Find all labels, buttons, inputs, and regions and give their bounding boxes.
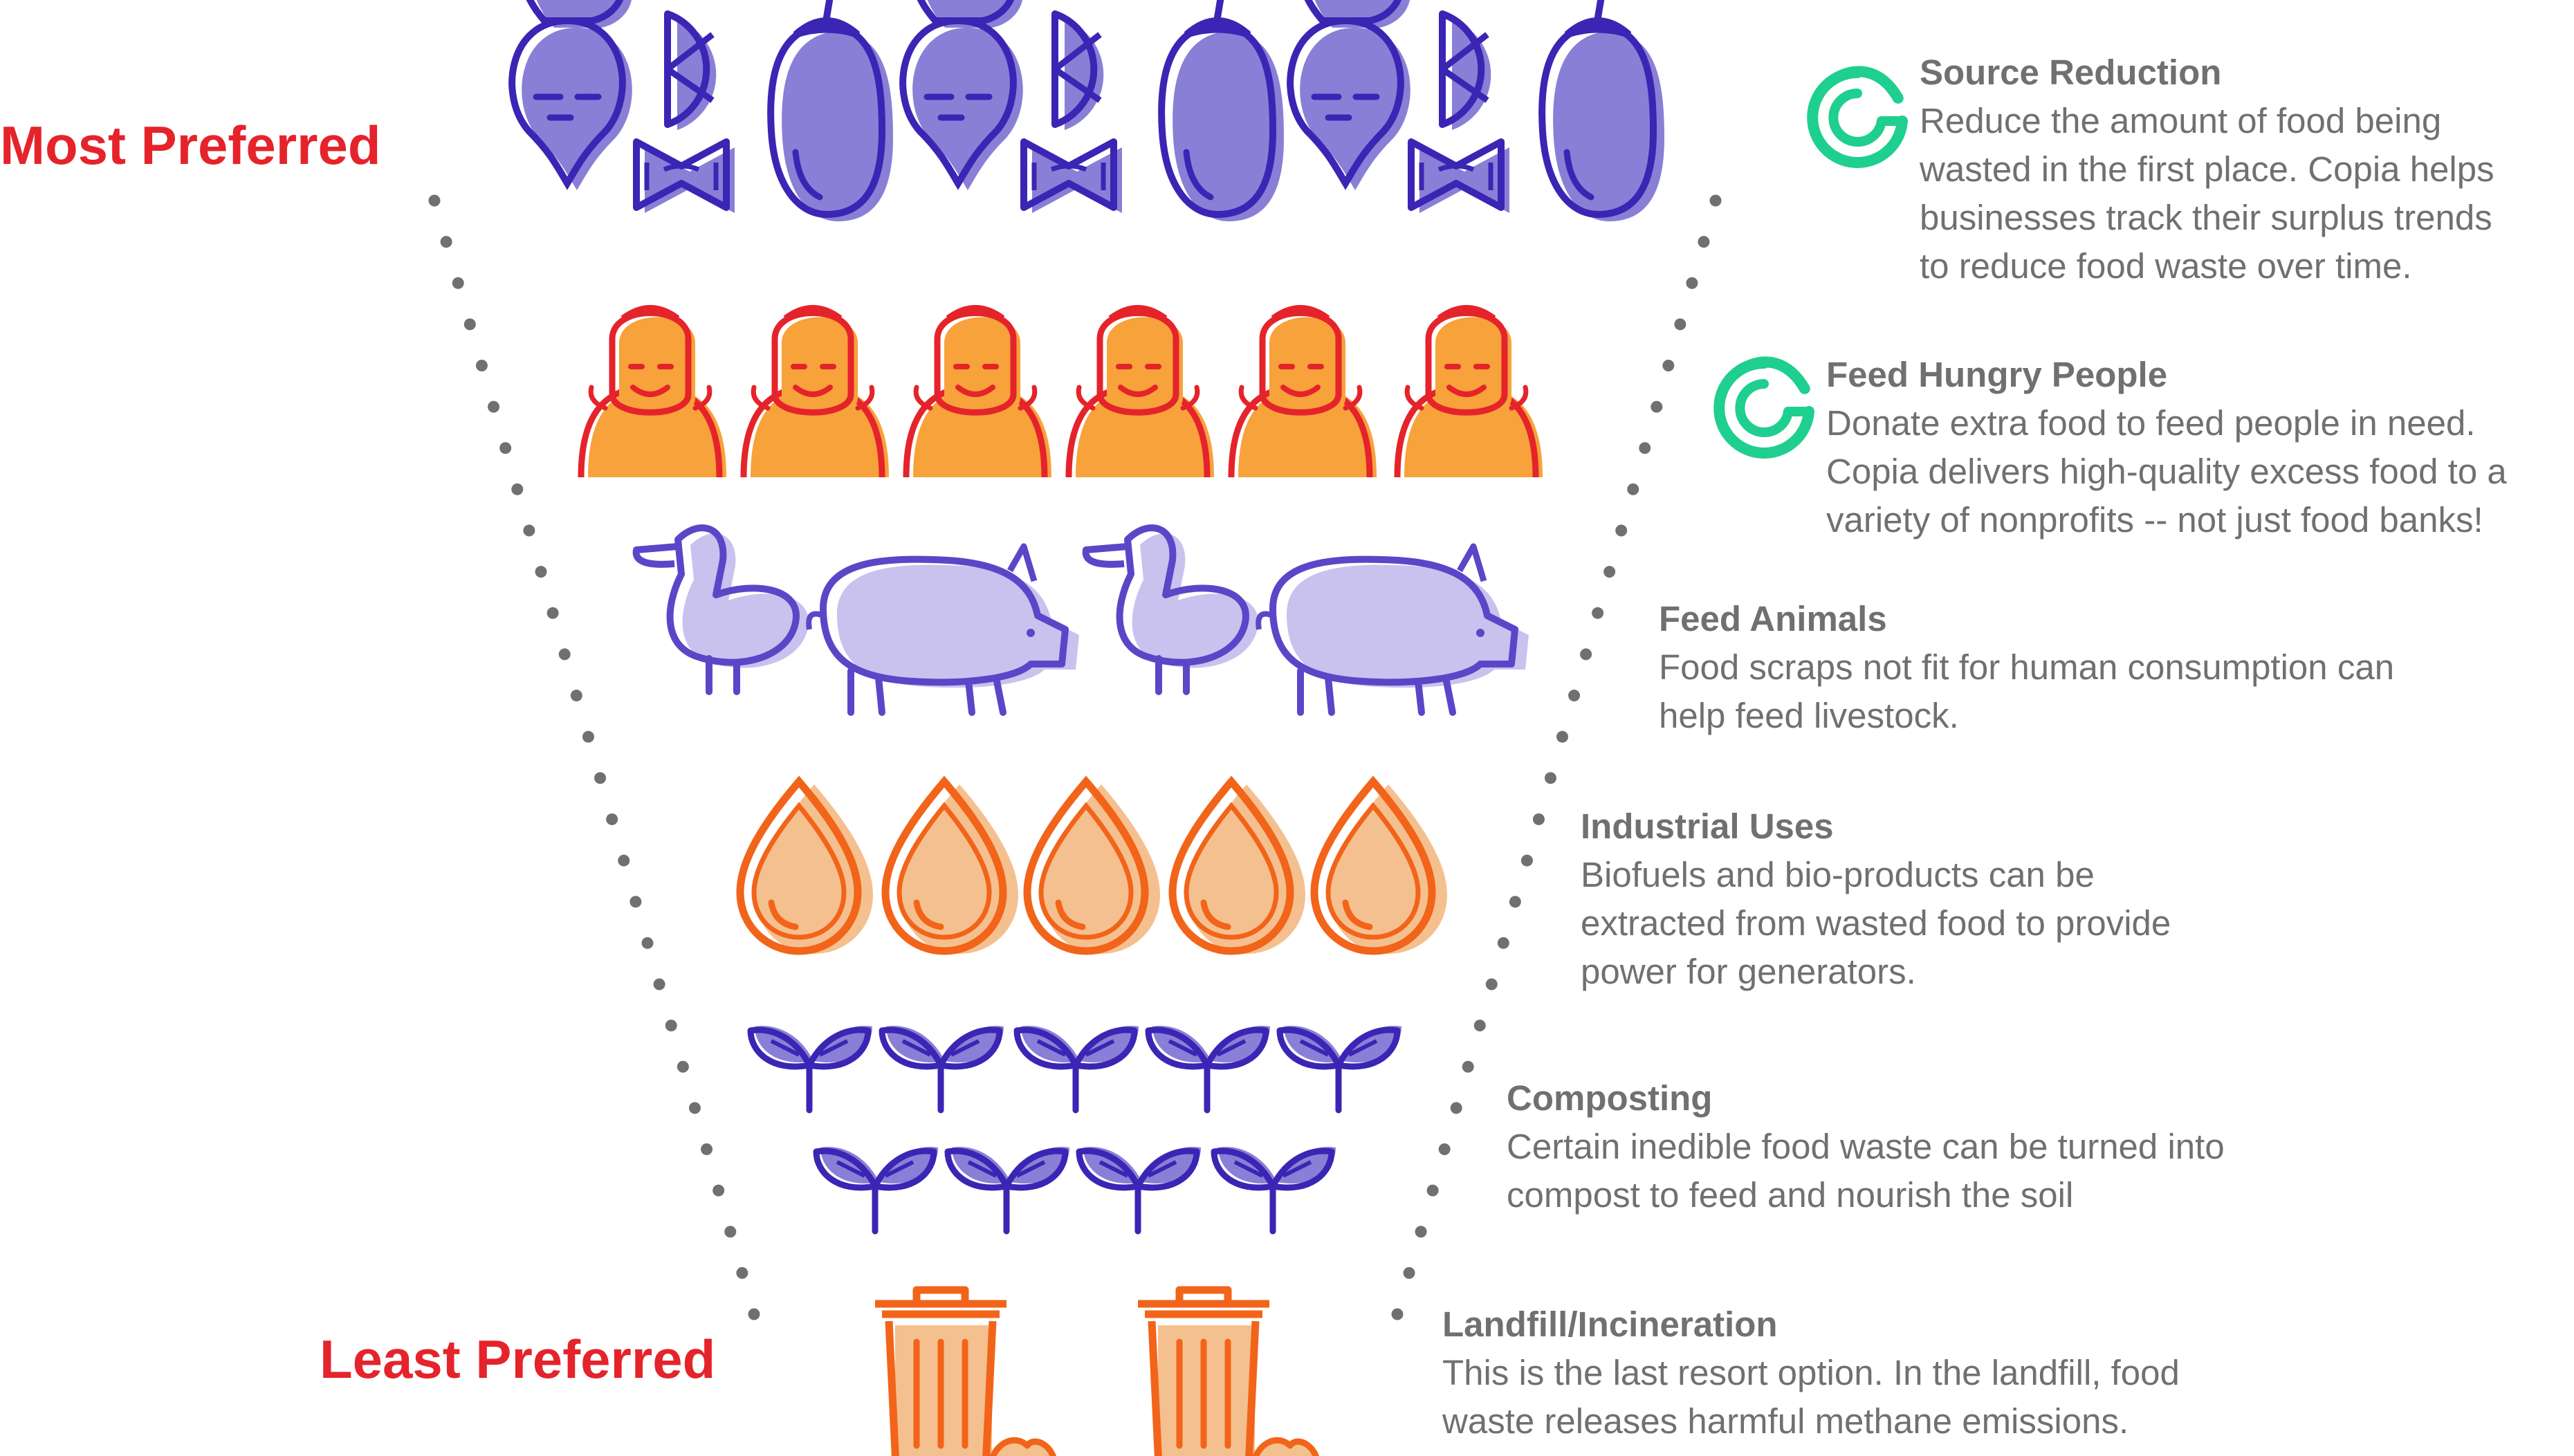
funnel-dot bbox=[701, 1143, 713, 1155]
funnel-dot bbox=[677, 1060, 689, 1073]
tier-description: Biofuels and bio-products can be extract… bbox=[1581, 855, 2171, 991]
sprout-icon bbox=[751, 1026, 1401, 1231]
funnel-dot bbox=[452, 277, 464, 289]
funnel-dot bbox=[594, 772, 607, 784]
funnel-dot bbox=[1686, 277, 1698, 289]
funnel-dot bbox=[558, 648, 571, 661]
funnel-dot bbox=[1391, 1308, 1404, 1320]
funnel-dot bbox=[1627, 483, 1639, 495]
copia-logo-icon bbox=[1812, 56, 1902, 163]
funnel-dot bbox=[1438, 1143, 1451, 1155]
funnel-dot bbox=[1497, 937, 1509, 949]
tier-industrial-uses: Industrial Uses Biofuels and bio-product… bbox=[1581, 802, 2171, 996]
tier-title: Feed Hungry People bbox=[1826, 355, 2168, 394]
tier-title: Source Reduction bbox=[1920, 53, 2222, 92]
funnel-dot bbox=[724, 1226, 737, 1238]
funnel-dot bbox=[1415, 1226, 1427, 1238]
funnel-dot bbox=[1450, 1102, 1462, 1114]
tier-landfill-incineration: Landfill/Incineration This is the last r… bbox=[1442, 1300, 2180, 1446]
funnel-dot bbox=[1568, 690, 1581, 702]
funnel-dot bbox=[1556, 730, 1569, 743]
funnel-dot bbox=[1462, 1060, 1474, 1073]
funnel-dot bbox=[1603, 566, 1616, 578]
animals-icon bbox=[636, 528, 1529, 712]
tier-description: Donate extra food to feed people in need… bbox=[1826, 403, 2507, 540]
funnel-dot bbox=[523, 524, 535, 537]
funnel-dot bbox=[1651, 400, 1663, 413]
funnel-dot bbox=[665, 1020, 677, 1032]
funnel-dot bbox=[1520, 854, 1533, 867]
funnel-dot bbox=[582, 730, 594, 743]
least-preferred-label: Least Preferred bbox=[320, 1329, 716, 1390]
funnel-dot bbox=[535, 566, 547, 578]
tier-description: Food scraps not fit for human consumptio… bbox=[1659, 647, 2395, 735]
funnel-dot bbox=[1485, 978, 1498, 990]
funnel-dot bbox=[653, 978, 665, 990]
funnel-dot bbox=[546, 607, 559, 619]
oil-drop-icon bbox=[740, 782, 1447, 954]
dotted-funnel-outline bbox=[428, 194, 1722, 1320]
tier-composting: Composting Certain inedible food waste c… bbox=[1507, 1074, 2225, 1219]
tier-feed-hungry-people: Feed Hungry People Donate extra food to … bbox=[1826, 351, 2507, 544]
tier-description: This is the last resort option. In the l… bbox=[1442, 1353, 2180, 1441]
funnel-dot bbox=[511, 483, 524, 495]
funnel-dot bbox=[688, 1102, 701, 1114]
tier-title: Landfill/Incineration bbox=[1442, 1305, 1778, 1344]
tier-description: Reduce the amount of food being wasted i… bbox=[1920, 101, 2494, 286]
funnel-dot bbox=[428, 194, 441, 207]
funnel-dot bbox=[629, 896, 642, 908]
funnel-dot bbox=[1592, 607, 1604, 619]
funnel-dot bbox=[440, 236, 452, 248]
most-preferred-label: Most Preferred bbox=[0, 115, 381, 176]
funnel-dot bbox=[475, 360, 488, 372]
vegetables-icon bbox=[512, 0, 1664, 221]
funnel-dot bbox=[488, 400, 500, 413]
funnel-dot bbox=[641, 937, 654, 949]
funnel-dot bbox=[618, 854, 630, 867]
tier-title: Feed Animals bbox=[1659, 599, 1887, 638]
funnel-dot bbox=[1709, 194, 1722, 207]
funnel-dot bbox=[1532, 813, 1545, 825]
funnel-dot bbox=[1403, 1266, 1415, 1279]
funnel-dot bbox=[606, 813, 618, 825]
tier-title: Composting bbox=[1507, 1078, 1713, 1118]
funnel-dot bbox=[1580, 648, 1592, 661]
copia-logo-icon bbox=[1719, 347, 1809, 453]
tier-feed-animals: Feed Animals Food scraps not fit for hum… bbox=[1659, 595, 2394, 740]
tier-source-reduction: Source Reduction Reduce the amount of fo… bbox=[1920, 48, 2494, 291]
trash-can-icon bbox=[875, 1290, 1318, 1456]
funnel-dot bbox=[713, 1184, 725, 1197]
funnel-dot bbox=[499, 442, 512, 454]
funnel-dot bbox=[1426, 1184, 1439, 1197]
funnel-dot bbox=[1662, 360, 1675, 372]
funnel-dot bbox=[736, 1266, 748, 1279]
funnel-dot bbox=[1544, 772, 1556, 784]
tier-description: Certain inedible food waste can be turne… bbox=[1507, 1127, 2225, 1215]
funnel-dot bbox=[1509, 896, 1521, 908]
funnel-dot bbox=[463, 318, 476, 331]
funnel-dot bbox=[748, 1308, 760, 1320]
funnel-dot bbox=[570, 690, 582, 702]
people-icon bbox=[581, 308, 1543, 477]
funnel-dot bbox=[1473, 1020, 1486, 1032]
funnel-dot bbox=[1639, 442, 1651, 454]
funnel-dot bbox=[1674, 318, 1686, 331]
funnel-dot bbox=[1615, 524, 1628, 537]
tier-title: Industrial Uses bbox=[1581, 807, 1834, 846]
funnel-dot bbox=[1698, 236, 1710, 248]
